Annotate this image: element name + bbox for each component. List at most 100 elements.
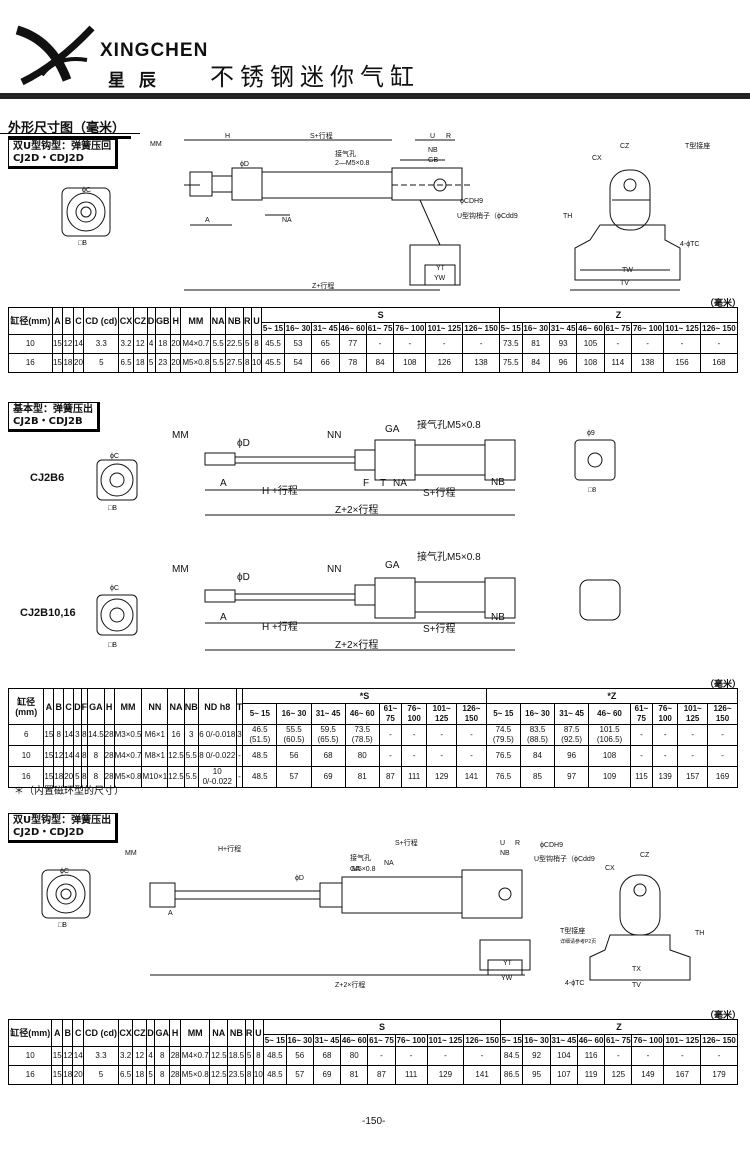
- stroke-range-header: 126~ 150: [700, 1034, 738, 1047]
- table-cell: 8: [250, 334, 263, 354]
- unit-label-3: （毫米）: [705, 1011, 742, 1021]
- table-cell: 20: [72, 1065, 84, 1085]
- model-code: CJ2D・CDJ2D: [13, 153, 84, 164]
- stroke-range-header: 46~ 60: [344, 703, 380, 725]
- unit-label-2: （毫米）: [705, 680, 742, 690]
- dim-phi-c-4: ϕC: [60, 868, 69, 875]
- stroke-range-header: 76~ 100: [401, 703, 428, 725]
- table-cell: -: [426, 1046, 465, 1066]
- cylinder-head-cj2b10: [374, 577, 416, 619]
- section-heading: 外形尺寸图（毫米）: [8, 117, 132, 139]
- label-port-thread-4: M5×0.8: [352, 866, 376, 873]
- table-cell: 76.5: [485, 766, 521, 788]
- table-cell: 15: [51, 1065, 63, 1085]
- dim-tv-3: TV: [632, 982, 641, 989]
- column-group-s: *S: [242, 688, 487, 704]
- table-cell: -: [456, 724, 487, 746]
- heading-rule: [0, 133, 140, 134]
- dim-mm-4: MM: [125, 850, 137, 857]
- dim-gb: GB: [428, 157, 438, 164]
- table-cell: 16: [167, 724, 185, 746]
- table-cell: 12.5: [209, 1046, 229, 1066]
- table-cell: -: [663, 334, 701, 354]
- dim-a-3: A: [220, 612, 227, 623]
- dim-tw: TW: [622, 267, 633, 274]
- stroke-range-header: 16~ 30: [522, 1034, 551, 1047]
- stroke-range-header: 126~ 150: [462, 322, 500, 335]
- table-cell: 14: [63, 724, 75, 746]
- stroke-range-header: 16~ 30: [285, 1034, 314, 1047]
- end-view-inner-circle: [75, 201, 97, 223]
- dim-a: A: [205, 217, 210, 224]
- column-group-s: S: [261, 307, 500, 323]
- table-cell: -: [365, 334, 395, 354]
- column-header: CD (cd): [83, 307, 120, 335]
- column-header: CX: [118, 307, 134, 335]
- column-header: C: [72, 1019, 84, 1047]
- table-cell: 6: [7, 724, 45, 746]
- table-cell: 81: [340, 1065, 369, 1085]
- column-header: NN: [141, 688, 169, 725]
- table-cell: -: [707, 745, 738, 767]
- dim-cz-3: CZ: [640, 852, 650, 859]
- table-cell: 85: [519, 766, 556, 788]
- table-cell: 4: [146, 334, 156, 354]
- page-title: 不锈钢迷你气缸: [210, 63, 420, 91]
- table-cell: 48.5: [263, 1065, 287, 1085]
- table-cell: 23.5: [227, 1065, 246, 1085]
- table-cell: 8: [154, 1065, 171, 1085]
- dim-ga-2: GA: [385, 560, 400, 571]
- table-cell: 108: [576, 353, 605, 373]
- table-cell: 10: [8, 334, 53, 354]
- dim-phi-d-3: ϕD: [237, 572, 250, 583]
- end-view-core: [80, 206, 92, 218]
- stroke-range-header: 61~ 75: [604, 1034, 633, 1047]
- stroke-range-header: 5~ 15: [261, 322, 285, 335]
- model-cj2b10-16: CJ2B10,16: [20, 607, 76, 619]
- table-cell: 141: [456, 766, 487, 788]
- column-header: MM: [180, 307, 212, 335]
- table-cell: 101.5 (106.5): [588, 724, 631, 746]
- table-cell: 156: [663, 353, 701, 373]
- column-header: C: [72, 307, 85, 335]
- dim-f: F: [363, 478, 369, 489]
- table-cell: 3: [183, 724, 199, 746]
- table-cell: -: [426, 724, 458, 746]
- table-cell: -: [401, 745, 428, 767]
- table-cell: 104: [549, 1046, 578, 1066]
- dim-u-4: U: [500, 840, 505, 847]
- stroke-range-header: 46~ 60: [588, 703, 631, 725]
- table-cell: 4: [146, 1046, 156, 1066]
- table-cell: 84: [519, 745, 556, 767]
- dim-ga-3: GA: [350, 866, 360, 873]
- column-header: R: [244, 1019, 254, 1047]
- dim-square-b-2: □B: [108, 505, 117, 512]
- table-cell: 28: [169, 1046, 181, 1066]
- table-cell: 81: [344, 766, 380, 788]
- column-header: NA: [167, 688, 185, 725]
- column-group-z: Z: [498, 307, 739, 323]
- table-cell: 78: [338, 353, 367, 373]
- dim-th-3: TH: [695, 930, 704, 937]
- table-cell: 95: [522, 1065, 551, 1085]
- column-header: NA: [209, 1019, 229, 1047]
- table-cell: 15: [43, 745, 55, 767]
- stroke-range-header: 76~ 100: [631, 1034, 665, 1047]
- table-cell: 48.5: [242, 745, 278, 767]
- stroke-range-header: 16~ 30: [521, 322, 550, 335]
- label-clevis-pin-3: U型钩梢子（ϕCdd9: [534, 854, 595, 863]
- dim-nn: NN: [327, 430, 341, 441]
- table-cell: 16: [8, 353, 53, 373]
- column-header: B: [53, 688, 65, 725]
- table-cell: 105: [576, 334, 605, 354]
- table-cell: M5×0.8: [180, 353, 212, 373]
- column-header: NA: [210, 307, 227, 335]
- table-cell: 96: [548, 353, 578, 373]
- column-group-s: S: [263, 1019, 501, 1035]
- rod-nut: [189, 171, 213, 197]
